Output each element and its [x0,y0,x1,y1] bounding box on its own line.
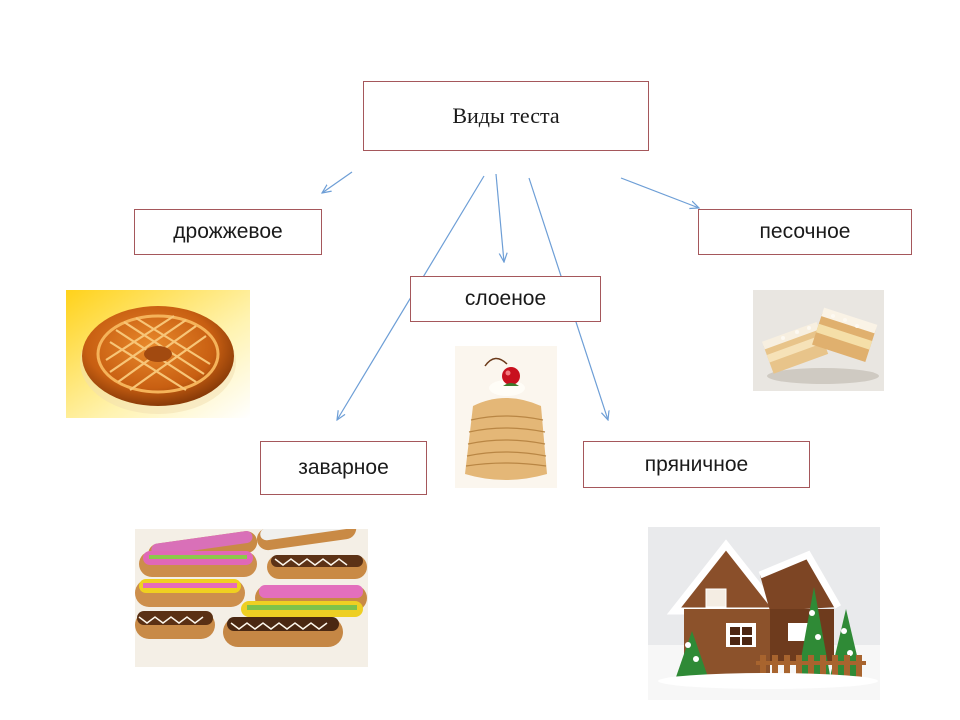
yeast-pie-image [66,290,250,418]
node-label: заварное [298,456,389,479]
puff-pastry-image [455,346,557,488]
node-label: дрожжевое [173,220,283,243]
node-shortcrust-dough: песочное [698,209,912,255]
node-label: пряничное [644,452,749,476]
root-node: Виды теста [363,81,649,151]
gingerbread-house-image [648,527,880,700]
arrow-to-puff [495,173,504,262]
node-yeast-dough: дрожжевое [134,209,322,255]
node-gingerbread-dough: пряничное [583,441,810,488]
node-puff-dough: слоеное [410,276,601,322]
node-choux-dough: заварное [260,441,427,495]
shortcrust-slices-image [753,290,884,391]
eclairs-image [135,529,368,667]
arrow-to-sand [620,177,699,208]
arrow-to-yeast [322,171,353,193]
root-label: Виды теста [452,103,560,128]
node-label: песочное [759,220,851,243]
node-label: слоеное [464,287,547,310]
